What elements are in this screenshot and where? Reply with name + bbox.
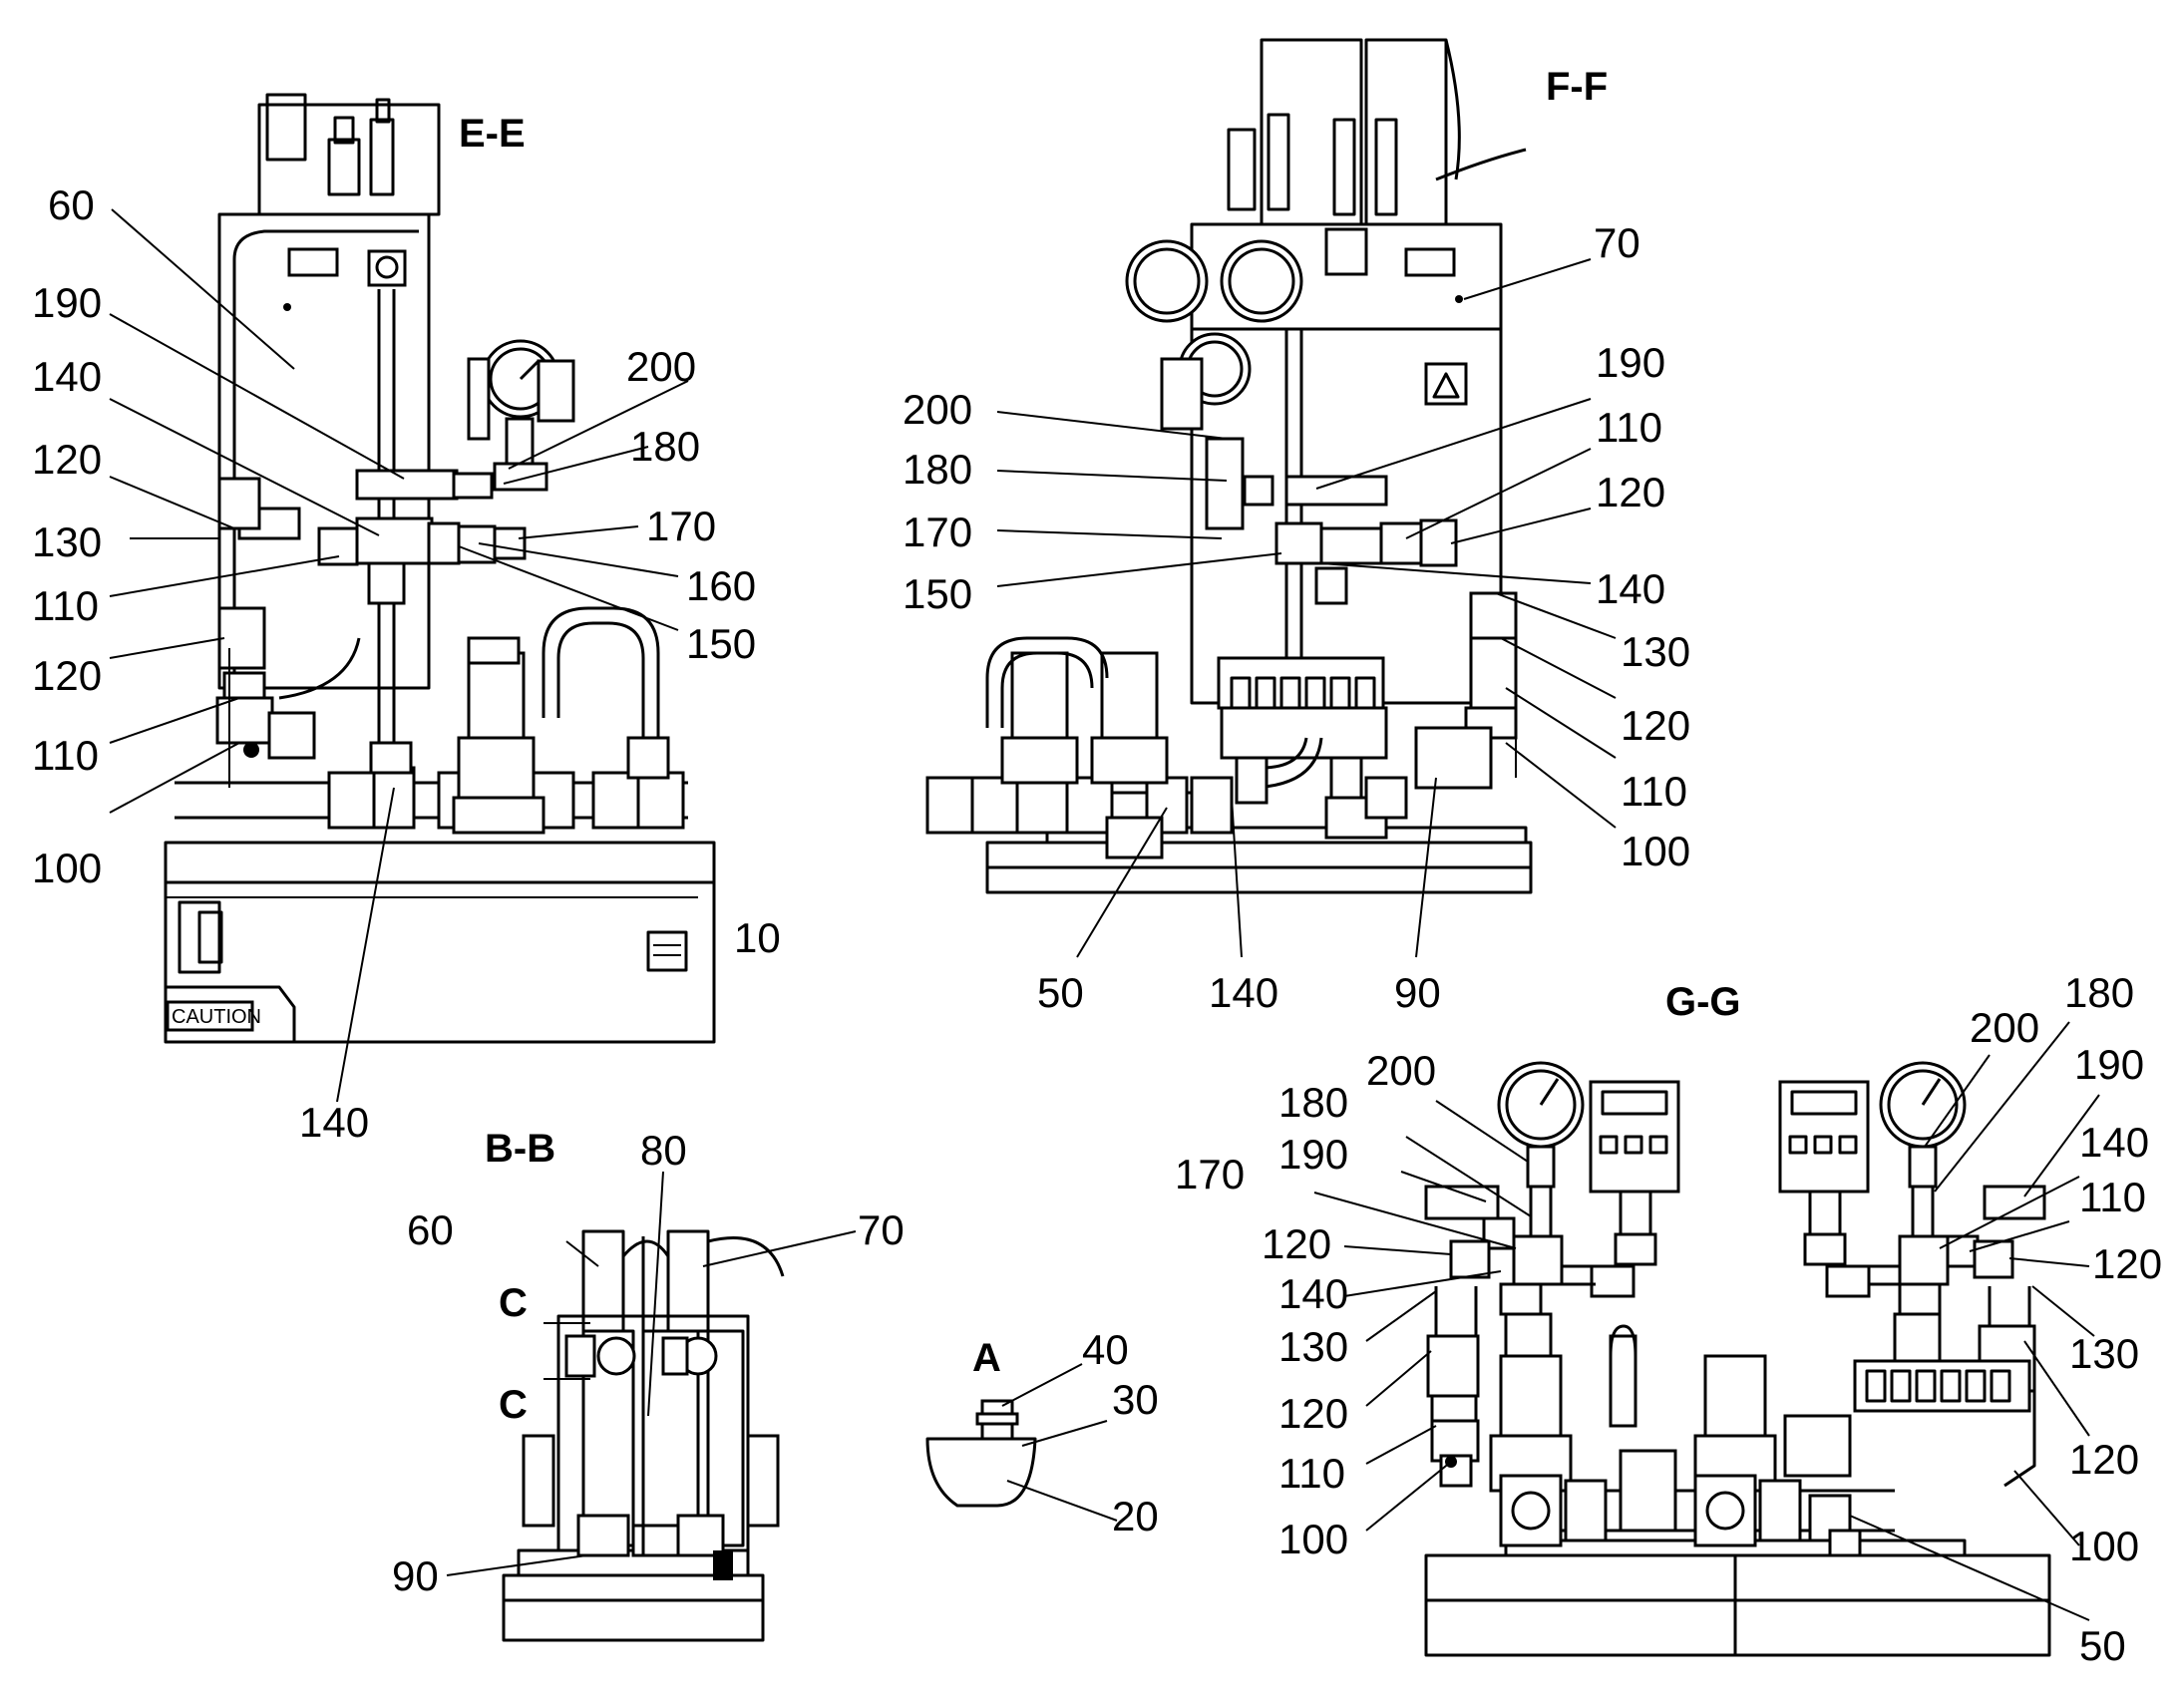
section-mark-c-bottom: C [499,1383,528,1427]
callout-gg-120-right-top: 120 [2092,1240,2162,1287]
callout-gg-100-left: 100 [1278,1516,1348,1562]
callout-ee-150: 150 [686,620,756,667]
callout-ff-120-top: 120 [1596,469,1665,515]
callout-ee-110-bottom: 110 [32,732,99,779]
callout-ff-140-bottom: 140 [1209,969,1278,1016]
callout-ff-110-bottom: 110 [1621,768,1687,815]
callout-ee-190: 190 [32,279,102,326]
callout-ee-110-top: 110 [32,582,99,629]
callout-ff-50: 50 [1037,969,1084,1016]
callout-gg-50: 50 [2079,1622,2126,1669]
callout-gg-100-right: 100 [2069,1523,2139,1569]
view-gg-callouts: 200 180 190 170 120 140 130 120 110 100 … [1175,969,2162,1669]
view-a-callouts: 40 30 20 [1001,1326,1159,1539]
callout-gg-200-right: 200 [1970,1004,2039,1051]
callout-gg-140-right: 140 [2079,1119,2149,1166]
callout-bb-60: 60 [407,1206,454,1253]
callout-gg-200-left: 200 [1366,1047,1436,1094]
view-ee-callouts: 60 190 140 120 130 110 120 110 100 200 1… [32,181,781,1146]
callout-gg-130-left: 130 [1278,1323,1348,1370]
callout-ff-190: 190 [1596,339,1665,386]
callout-ff-130: 130 [1621,628,1690,675]
callout-bb-70: 70 [858,1206,905,1253]
view-a-drawing [925,1399,1037,1508]
callout-gg-140-left: 140 [1278,1270,1348,1317]
callout-ee-180: 180 [630,423,700,470]
callout-gg-110-left: 110 [1278,1450,1345,1497]
callout-bb-90: 90 [392,1552,439,1599]
view-bb-drawing [502,1229,785,1642]
view-ee-drawing: CAUTION [164,93,716,1044]
callout-ff-140: 140 [1596,565,1665,612]
callout-ee-10: 10 [734,914,781,961]
callout-ff-70: 70 [1594,219,1640,266]
callout-ee-120-bottom: 120 [32,652,102,699]
callout-gg-130-right: 130 [2069,1330,2139,1377]
callout-ee-170: 170 [646,503,716,549]
callout-gg-170-left: 170 [1175,1151,1245,1197]
callout-gg-110-right: 110 [2079,1174,2146,1220]
callout-ee-120-top: 120 [32,436,102,483]
callout-ee-140-bottom: 140 [299,1099,369,1146]
callout-gg-180-left: 180 [1278,1079,1348,1126]
callout-ff-90: 90 [1394,969,1441,1016]
callout-a-30: 30 [1112,1376,1159,1423]
callout-ee-130: 130 [32,518,102,565]
callout-a-40: 40 [1082,1326,1129,1373]
view-ff-drawing [925,38,1533,894]
view-gg-drawing [1424,1061,2051,1657]
callout-gg-120-left-bottom: 120 [1278,1390,1348,1437]
callout-ff-150: 150 [903,570,972,617]
callout-ff-120-bottom: 120 [1621,702,1690,749]
callout-ee-200: 200 [626,343,696,390]
callout-ff-170: 170 [903,509,972,555]
callout-gg-120-right-bottom: 120 [2069,1436,2139,1483]
view-a-title: A [972,1336,1001,1380]
view-bb-title: B-B [485,1127,555,1171]
callout-gg-190-right: 190 [2074,1041,2144,1088]
callout-gg-120-left-top: 120 [1262,1220,1331,1267]
callout-a-20: 20 [1112,1493,1159,1539]
callout-ee-140: 140 [32,353,102,400]
view-gg-title: G-G [1665,980,1741,1024]
view-bb-callouts: 80 60 70 90 [392,1127,905,1599]
caution-placard: CAUTION [172,1006,261,1028]
view-ff-title: F-F [1546,65,1608,109]
callout-ff-110-top: 110 [1596,404,1662,451]
callout-gg-190-left: 190 [1278,1131,1348,1178]
section-mark-c-top: C [499,1281,528,1325]
callout-ff-180: 180 [903,446,972,493]
callout-ff-200: 200 [903,386,972,433]
callout-ee-60: 60 [48,181,95,228]
view-ee-title: E-E [459,112,526,156]
view-ff-callouts: 70 200 180 170 150 190 110 120 140 130 1… [903,219,1690,1016]
callout-ee-100: 100 [32,845,102,891]
callout-gg-180-right: 180 [2064,969,2134,1016]
callout-ff-100: 100 [1621,828,1690,874]
callout-ee-160: 160 [686,562,756,609]
callout-bb-80: 80 [640,1127,687,1174]
